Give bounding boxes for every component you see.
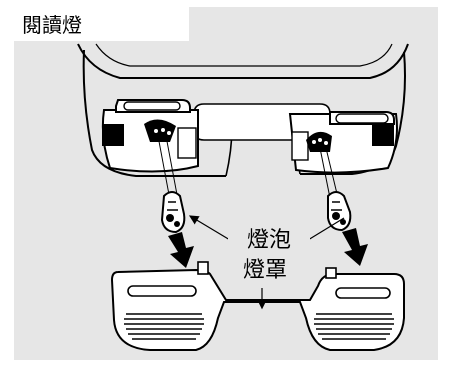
right-lens-grille bbox=[314, 313, 394, 340]
bulb-leader-lines bbox=[157, 135, 339, 201]
removal-arrows bbox=[168, 228, 368, 268]
bulb-label: 燈泡 bbox=[228, 224, 310, 258]
lens-label: 燈罩 bbox=[232, 255, 298, 287]
title-box bbox=[14, 7, 189, 41]
left-bulb bbox=[160, 191, 186, 234]
ceiling-console bbox=[77, 43, 409, 177]
lens-cover bbox=[110, 261, 405, 351]
right-bulb bbox=[327, 191, 352, 232]
left-lens-grille bbox=[124, 313, 204, 340]
diagram-title: 閱讀燈 bbox=[22, 13, 82, 37]
